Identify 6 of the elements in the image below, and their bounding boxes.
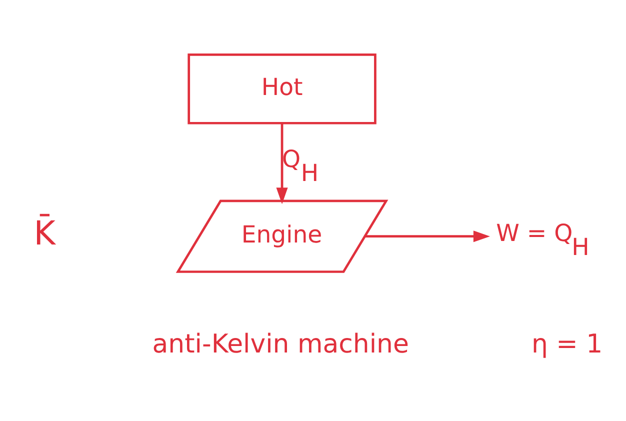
arrow	[276, 122, 288, 204]
label: η = 1	[532, 329, 603, 360]
label: K̄	[34, 212, 56, 252]
arrow	[365, 230, 490, 242]
label: anti-Kelvin machine	[152, 329, 409, 360]
node-box: Hot	[188, 53, 376, 124]
